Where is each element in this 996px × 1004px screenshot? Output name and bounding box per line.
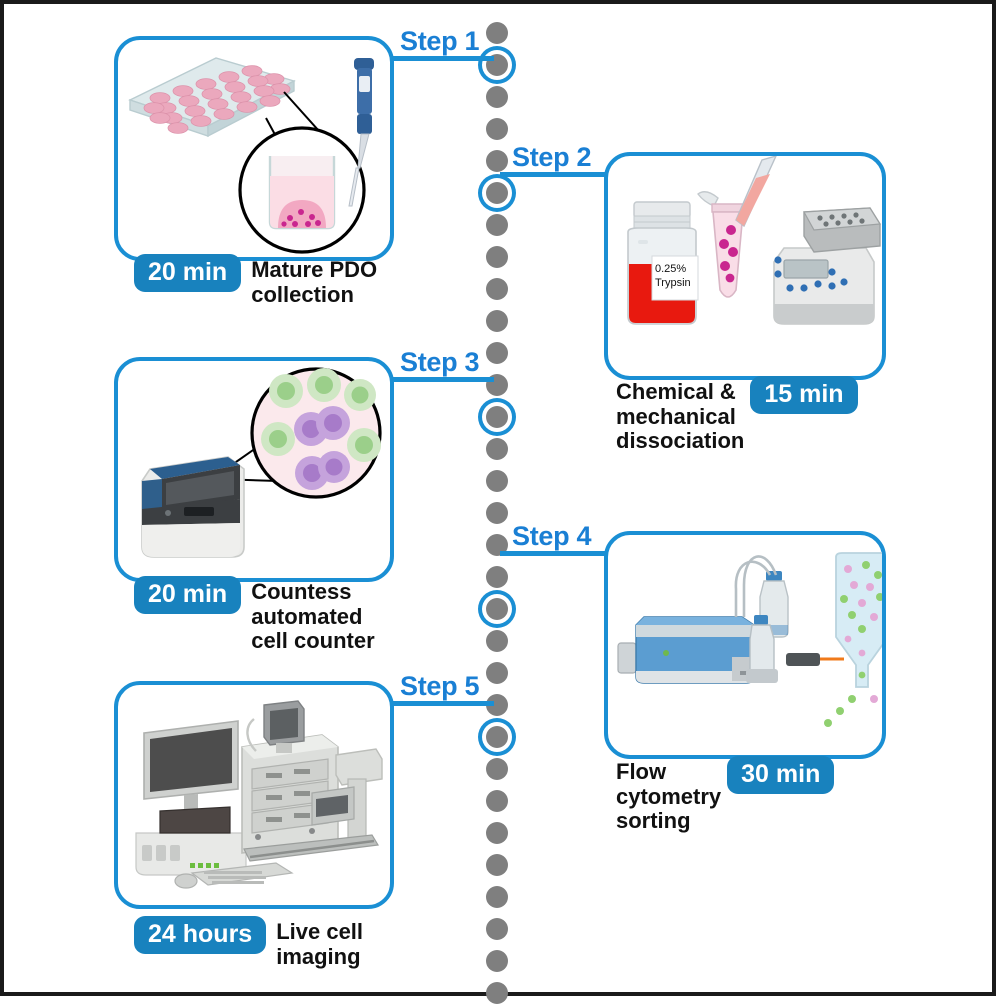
step-2-illustration: 0.25% Trypsin: [627, 156, 882, 325]
step-5-caption: 24 hours Live cell imaging: [134, 916, 363, 969]
timeline-dot: [486, 534, 508, 556]
timeline-dot: [486, 822, 508, 844]
timeline-step-marker[interactable]: [486, 406, 508, 428]
timeline-dot: [486, 982, 508, 1004]
step-3-duration: 20 min: [134, 576, 242, 615]
step-3-card[interactable]: [114, 357, 394, 582]
svg-text:Trypsin: Trypsin: [655, 277, 691, 289]
step-2-caption-text: Chemical & mechanical dissociation: [616, 379, 745, 454]
step-1-label: Step 1: [400, 26, 480, 56]
timeline-dot: [486, 630, 508, 652]
timeline-step-marker[interactable]: [486, 182, 508, 204]
step-5-duration: 24 hours: [134, 916, 267, 955]
step-2-label: Step 2: [512, 142, 592, 172]
step-3-caption: 20 min Countess automated cell counter: [134, 576, 375, 654]
timeline-dot: [486, 214, 508, 236]
step-1-duration: 20 min: [134, 254, 242, 293]
step-4-card[interactable]: [604, 531, 886, 759]
connector-step-2: [500, 172, 610, 177]
laser-source: [786, 653, 820, 666]
timeline-dot: [486, 694, 508, 716]
step-5-illustration: [135, 700, 383, 889]
timeline-dot: [486, 470, 508, 492]
timeline-dot: [486, 22, 508, 44]
timeline-dot: [486, 566, 508, 588]
timeline-dot: [486, 950, 508, 972]
timeline-track: [482, 4, 512, 1004]
timeline-dot: [486, 310, 508, 332]
step-1-illustration: [128, 57, 374, 254]
timeline-dot: [486, 246, 508, 268]
timeline-step-marker[interactable]: [486, 726, 508, 748]
connector-step-1: [389, 56, 494, 61]
timeline-dot: [486, 854, 508, 876]
svg-text:0.25%: 0.25%: [655, 263, 686, 275]
connector-step-3: [389, 377, 494, 382]
timeline-dot: [486, 150, 508, 172]
step-4-duration: 30 min: [727, 756, 835, 795]
step-4-label: Step 4: [512, 521, 592, 551]
timeline-dot: [486, 662, 508, 684]
step-2-card[interactable]: 0.25% Trypsin: [604, 152, 886, 380]
step-4-illustration: [617, 552, 882, 727]
step-2-caption: Chemical & mechanical dissociation 15 mi…: [616, 376, 858, 454]
timeline-dot: [486, 886, 508, 908]
connector-step-5: [389, 701, 494, 706]
timeline-dot: [486, 342, 508, 364]
timeline-dot: [486, 918, 508, 940]
timeline-dot: [486, 758, 508, 780]
step-1-caption-text: Mature PDO collection: [251, 257, 378, 307]
step-3-label: Step 3: [400, 347, 480, 377]
timeline-step-marker[interactable]: [486, 598, 508, 620]
step-4-caption-text: Flow cytometry sorting: [616, 759, 722, 834]
step-5-card[interactable]: [114, 681, 394, 909]
timeline-dot: [486, 86, 508, 108]
step-1-caption: 20 min Mature PDO collection: [134, 254, 377, 307]
timeline-dot: [486, 438, 508, 460]
step-3-caption-text: Countess automated cell counter: [251, 579, 375, 654]
step-5-label: Step 5: [400, 671, 480, 701]
timeline-dot: [486, 118, 508, 140]
step-4-caption: Flow cytometry sorting 30 min: [616, 756, 835, 834]
timeline-dot: [486, 502, 508, 524]
timeline-dot: [486, 790, 508, 812]
step-5-caption-text: Live cell imaging: [276, 919, 364, 969]
timeline-dot: [486, 278, 508, 300]
connector-step-4: [500, 551, 610, 556]
step-3-illustration: [141, 367, 382, 558]
step-2-duration: 15 min: [750, 376, 858, 415]
step-1-card[interactable]: [114, 36, 394, 261]
